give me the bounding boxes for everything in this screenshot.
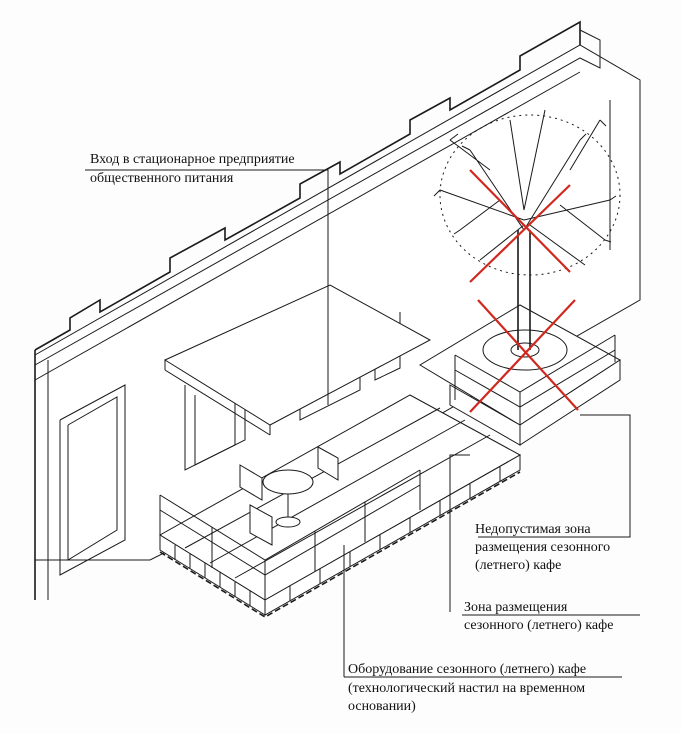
awning [163, 284, 432, 436]
label-line: основании) [348, 699, 416, 714]
label-entrance: Вход в стационарное предприятие обществе… [90, 152, 295, 186]
label-equipment: Оборудование сезонного (летнего) кафе (т… [348, 662, 586, 714]
label-line: Вход в стационарное предприятие [90, 152, 295, 167]
label-forbidden-zone: Недопустимая зона размещения сезонного (… [475, 522, 610, 573]
label-line: Недопустимая зона [475, 522, 591, 537]
label-allowed-zone: Зона размещения сезонного (летнего) кафе [464, 600, 613, 633]
seasonal-cafe-deck [159, 394, 522, 618]
prohibition-cross-deck [469, 299, 579, 413]
label-line: (летнего) кафе [475, 558, 561, 573]
label-line: общественного питания [90, 171, 234, 186]
prohibition-cross-tree [469, 169, 571, 283]
label-line: (технологический настил на временном [348, 681, 585, 696]
label-line: сезонного (летнего) кафе [464, 618, 613, 633]
leader-lines [85, 169, 640, 678]
label-line: размещения сезонного [475, 540, 610, 555]
label-line: Зона размещения [464, 600, 568, 615]
label-line: Оборудование сезонного (летнего) кафе [348, 662, 586, 677]
tree-canopy [433, 109, 621, 276]
